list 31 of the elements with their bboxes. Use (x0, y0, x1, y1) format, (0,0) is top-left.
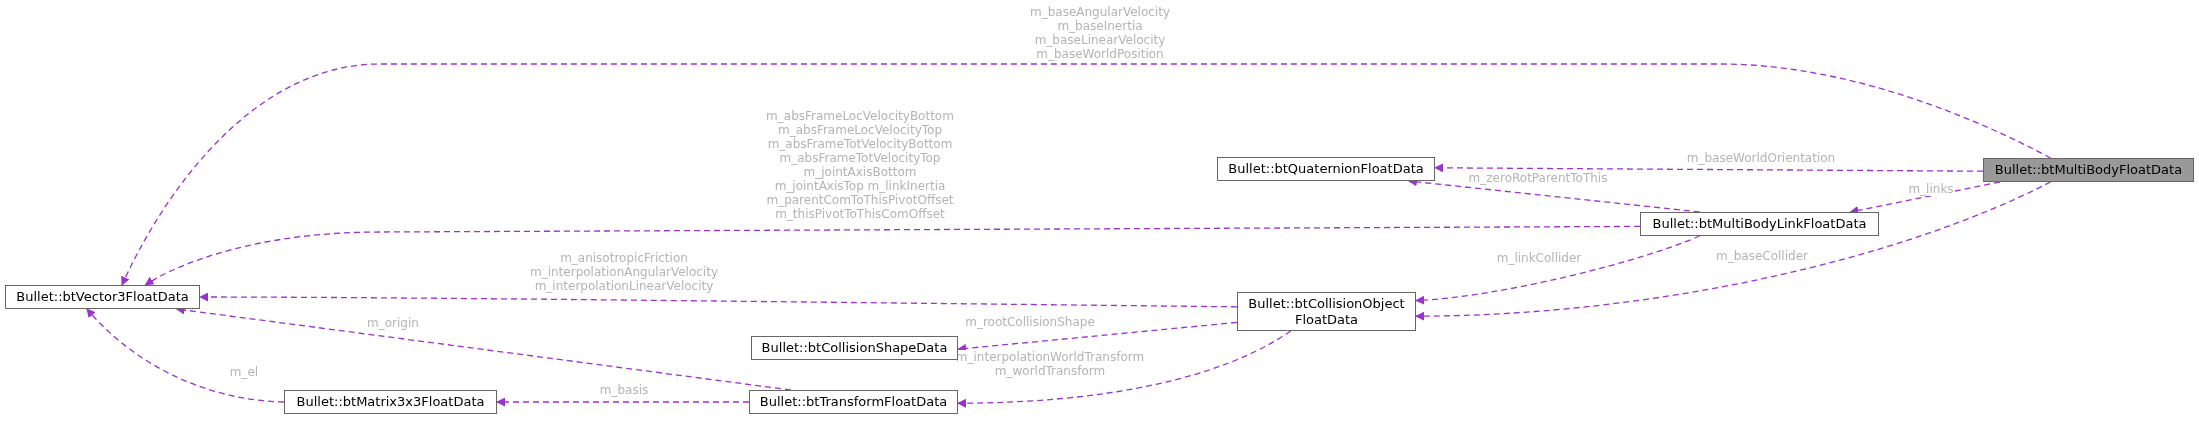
class-box: Bullet::btCollisionObject FloatData (1237, 292, 1416, 331)
arrow (199, 292, 1238, 308)
edge-label: m_interpolationWorldTransform m_worldTransform (955, 350, 1145, 378)
edge-label: m_zeroRotParentToThis (1468, 171, 1608, 185)
arrow (86, 308, 285, 403)
class-box: Bullet::btMultiBodyLinkFloatData (1640, 212, 1879, 236)
arrow (1415, 181, 2052, 321)
edge-label: m_baseWorldOrientation (1686, 151, 1836, 165)
arrow (496, 397, 750, 407)
arrow (144, 225, 1641, 286)
class-box: Bullet::btMultiBodyFloatData (1983, 158, 2194, 182)
edge-label: m_absFrameLocVelocityBottom m_absFrameLocVelocityTop m_absFrameTotVelocityBottom m_absFrameTotVelocityTop m_jointAxisBottom m_jointAxisTop m_linkInertia m_parentComToThisPivotOffset m_thisPivotToThisComOffset (766, 109, 954, 221)
edge-label: m_basis (599, 383, 649, 397)
edge-label: m_rootCollisionShape (965, 315, 1095, 329)
arrow (957, 330, 1292, 408)
edge-label: m_links (1908, 182, 1954, 196)
edge-label: m_linkCollider (1496, 251, 1582, 265)
edge-label: m_anisotropicFriction m_interpolationAngularVelocity m_interpolationLinearVelocity (530, 251, 718, 293)
class-box: Bullet::btTransformFloatData (749, 390, 958, 414)
arrow (957, 321, 1238, 353)
arrow (1415, 235, 1701, 305)
edge-label: m_baseCollider (1716, 249, 1808, 263)
edge-label: m_el (229, 365, 259, 379)
edge-label: m_baseAngularVelocity m_baseInertia m_baseLinearVelocity m_baseWorldPosition (1030, 5, 1170, 61)
class-box: Bullet::btMatrix3x3FloatData (284, 390, 497, 414)
edge-label: m_origin (367, 316, 419, 330)
arrow (121, 63, 2052, 286)
arrow (1434, 163, 1984, 173)
class-box: Bullet::btVector3FloatData (5, 285, 200, 309)
class-box: Bullet::btCollisionShapeData (751, 336, 958, 360)
class-box: Bullet::btQuaternionFloatData (1217, 157, 1435, 181)
